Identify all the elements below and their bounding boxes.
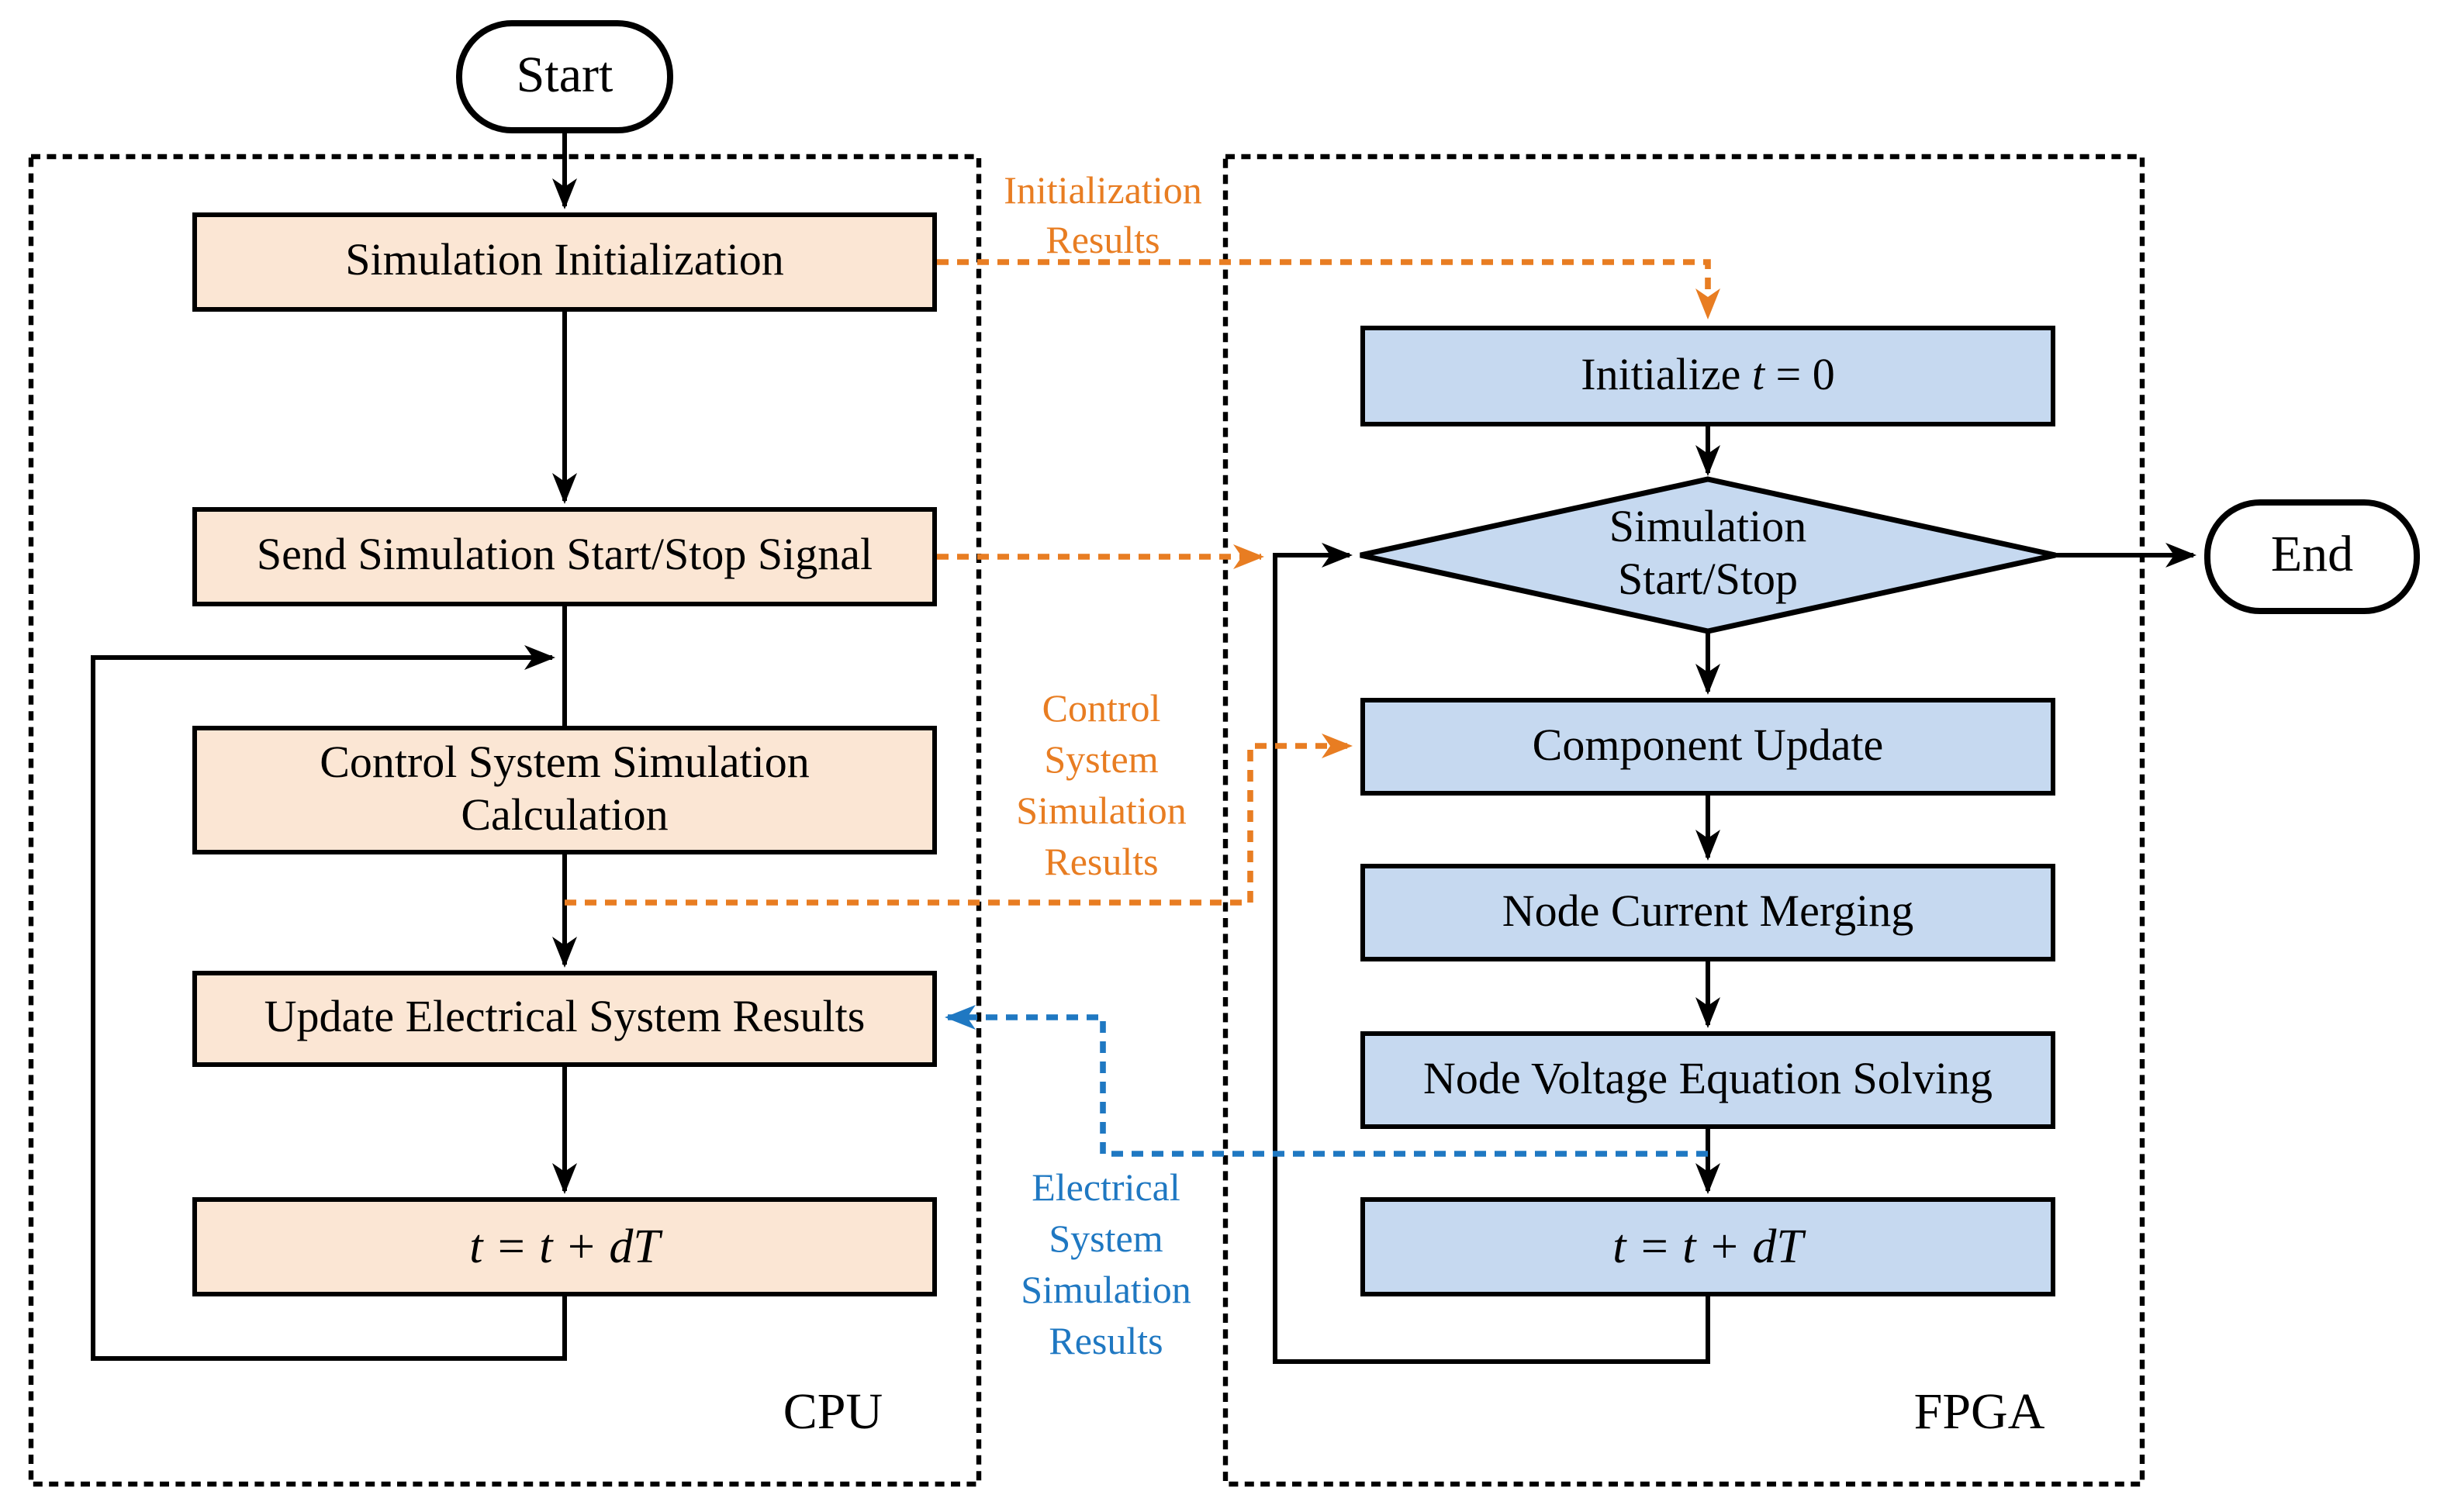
cpu-box-control-system-calculation: Control System Simulation Calculation xyxy=(192,726,937,854)
decision-line1: Simulation xyxy=(1609,502,1807,553)
label-line: Simulation xyxy=(1016,791,1187,833)
label-line: System xyxy=(1044,740,1159,782)
fpga-loop-arrow xyxy=(1273,543,1710,1364)
orange-arrow-control-results xyxy=(565,734,1353,906)
decision-diamond-label: Simulation Start/Stop xyxy=(1522,499,1894,611)
fpga-box-node-voltage-solving: Node Voltage Equation Solving xyxy=(1360,1031,2055,1129)
fpga-box-initialize-t0: Initialize t = 0 xyxy=(1360,326,2055,426)
label-line: System xyxy=(1049,1219,1163,1261)
label-initialization-results: Initialization Results xyxy=(983,167,1222,267)
fpga-box-node-current-merging: Node Current Merging xyxy=(1360,864,2055,961)
cpu-box-simulation-initialization: Simulation Initialization xyxy=(192,212,937,312)
orange-arrow-initialization-results xyxy=(937,259,1720,319)
cpu-box-time-step: t = t + dT xyxy=(192,1197,937,1296)
label-line: Initialization xyxy=(1004,171,1202,212)
label-electrical-system-results: Electrical System Simulation Results xyxy=(982,1163,1230,1368)
label-line: Results xyxy=(1044,842,1159,884)
decision-line2: Start/Stop xyxy=(1617,555,1798,605)
label-line: Simulation xyxy=(1021,1270,1191,1312)
fpga-box-component-update: Component Update xyxy=(1360,698,2055,796)
cpu-box-update-electrical-results: Update Electrical System Results xyxy=(192,971,937,1067)
fpga-box-time-step: t = t + dT xyxy=(1360,1197,2055,1296)
cpu-region-label: CPU xyxy=(783,1385,883,1441)
end-terminator: End xyxy=(2204,499,2420,614)
label-line: Results xyxy=(1046,220,1160,262)
cpu-box-send-start-stop-signal: Send Simulation Start/Stop Signal xyxy=(192,507,937,606)
decision-diamond xyxy=(1360,476,2056,634)
label-control-system-results: Control System Simulation Results xyxy=(977,684,1225,889)
start-terminator: Start xyxy=(456,20,673,133)
cpu-loop-arrow xyxy=(91,645,567,1361)
label-line: Electrical xyxy=(1032,1168,1180,1210)
label-line: Control xyxy=(1042,689,1161,730)
initialize-label: Initialize t = 0 xyxy=(1581,350,1835,400)
blue-arrow-electrical-results xyxy=(945,1005,1708,1157)
label-line: Results xyxy=(1049,1321,1163,1363)
fpga-region-label: FPGA xyxy=(1913,1385,2045,1441)
